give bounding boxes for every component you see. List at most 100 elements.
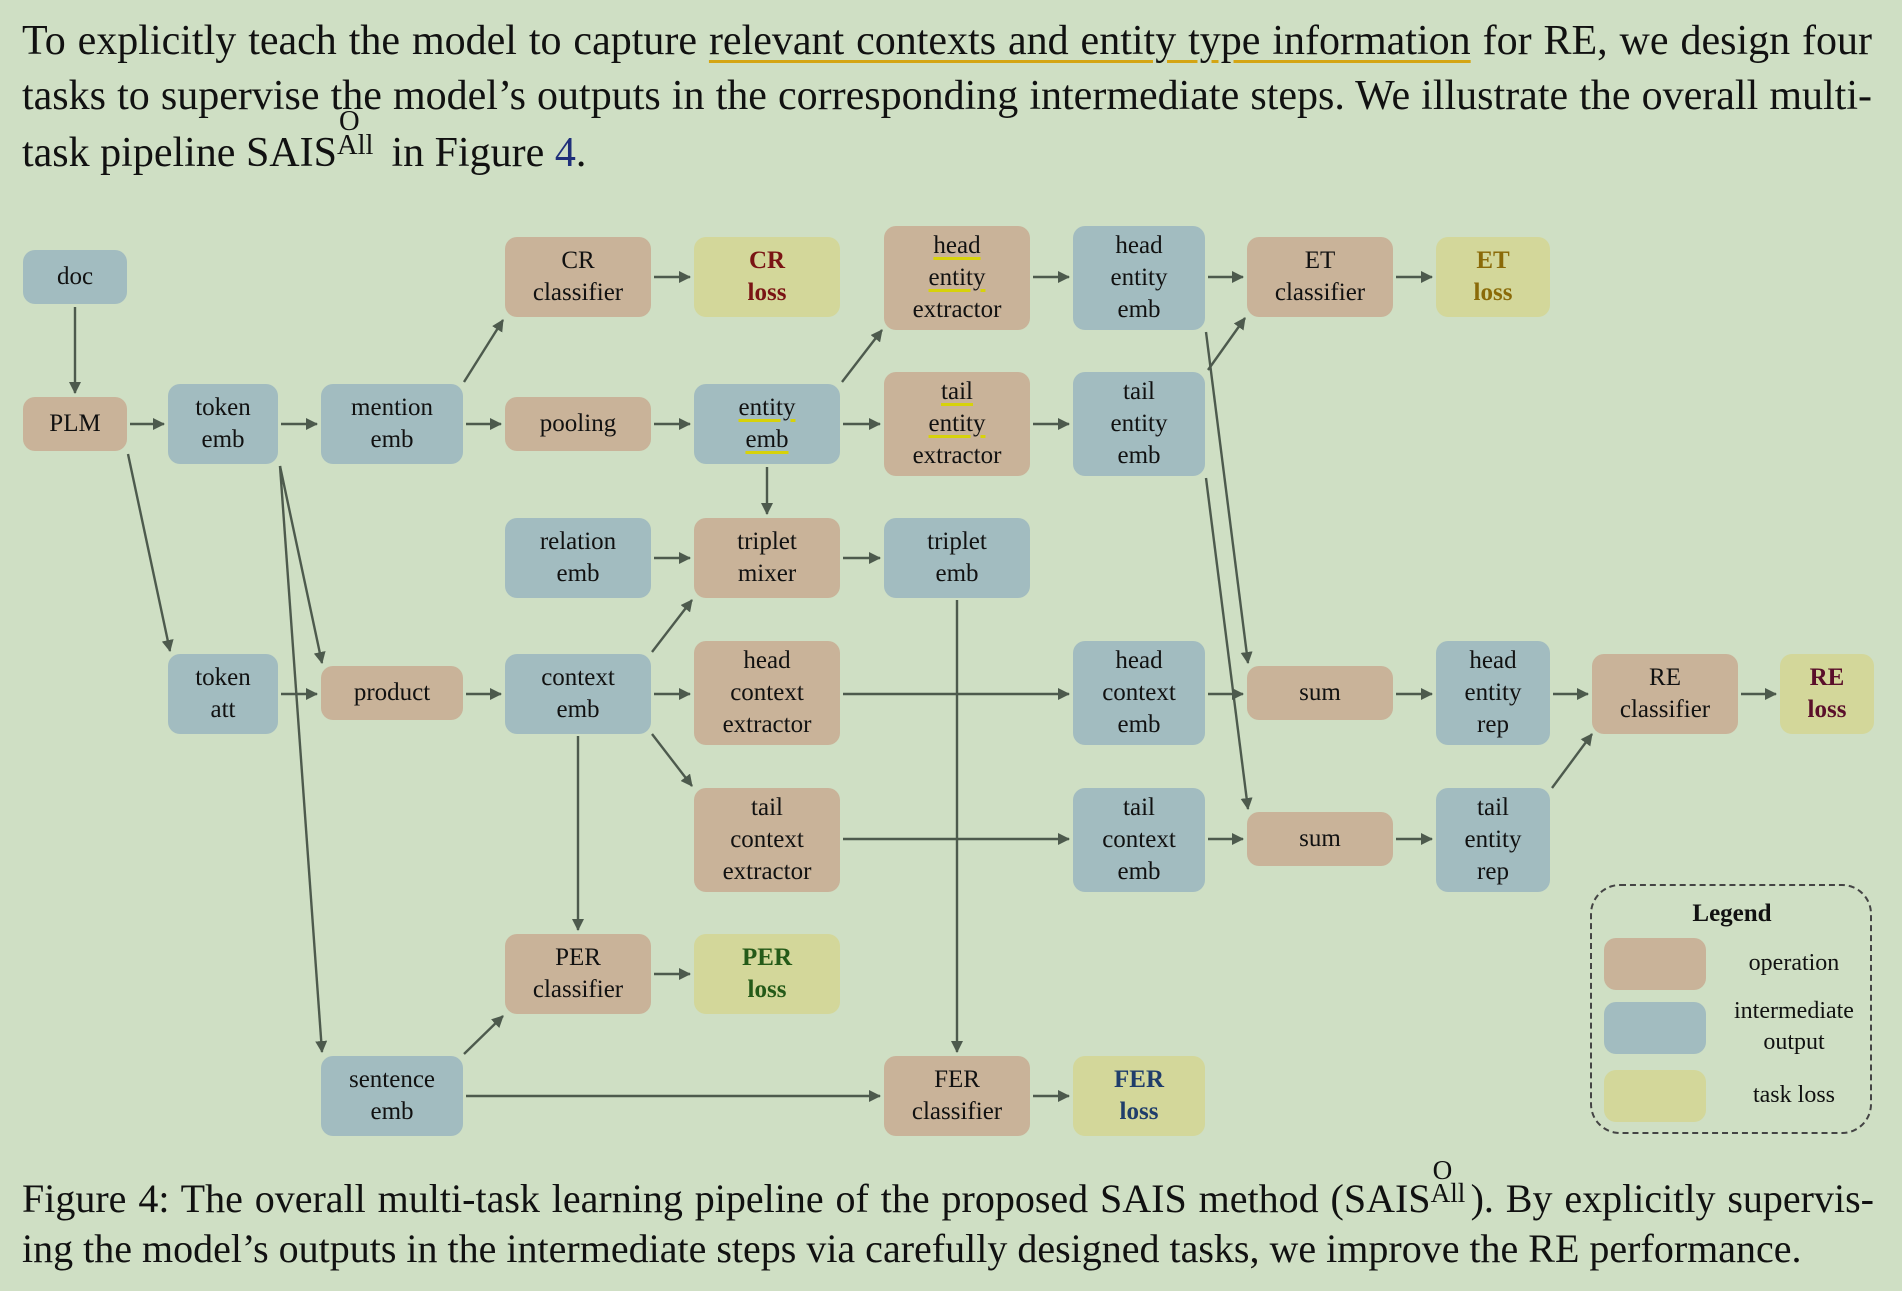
fer-classifier-label-line: classifier: [911, 1098, 1003, 1125]
node-pooling: pooling: [505, 397, 651, 451]
arrow-plm-tokenatt: [126, 453, 174, 652]
tail-entity-emb-label-line: entity: [1110, 410, 1168, 437]
tail-entity-emb-label-line: emb: [1117, 442, 1161, 469]
node-triplet-mixer: triplet mixer: [694, 518, 840, 598]
tail-entity-rep-label-line: tail: [1477, 794, 1509, 821]
para-text: for RE, we design four tasks to supervis…: [22, 18, 1873, 176]
para-text: .: [575, 130, 587, 176]
node-entity-emb: entity emb: [694, 384, 840, 464]
head-entity-extractor-label-line: extractor: [912, 296, 1002, 323]
head-context-emb-label-line: emb: [1117, 711, 1161, 738]
node-plm: PLM: [23, 397, 127, 451]
head-entity-emb-label-line: head: [1115, 232, 1163, 259]
re-loss-label-line: RE: [1809, 664, 1845, 691]
mention-emb-label-line: mention: [351, 394, 433, 421]
head-context-extractor-label-line: head: [743, 647, 791, 674]
tail-context-emb-label-line: tail: [1123, 794, 1155, 821]
para-sub: All: [336, 129, 374, 161]
et-classifier-label-line: ET: [1304, 247, 1336, 274]
head-context-emb-label-line: context: [1102, 679, 1176, 706]
per-loss-label-line: loss: [747, 976, 787, 1003]
head-entity-extractor-label-line: head: [933, 232, 981, 259]
context-emb-label-line: emb: [556, 696, 600, 723]
head-entity-emb-label-line: emb: [1117, 296, 1161, 323]
sum-tail-label-line: sum: [1299, 825, 1341, 852]
legend-label-intermediate: intermediate output: [1720, 996, 1868, 1058]
para-sup: O: [338, 106, 360, 138]
mention-emb-label-line: emb: [370, 426, 414, 453]
arrow-entityemb-headextractor: [841, 329, 883, 383]
triplet-emb-label-line: emb: [935, 560, 979, 587]
caption-text: ). By explicitly supervis­ing the model’…: [22, 1176, 1874, 1271]
node-cr-loss: CR loss: [694, 237, 840, 317]
fer-loss-label-line: FER: [1114, 1066, 1164, 1093]
para-underlined: relevant contexts and entity type inform…: [708, 18, 1471, 64]
tail-entity-extractor-label-line: entity: [928, 410, 986, 437]
arrow-tokenemb-product: [278, 465, 326, 664]
node-sum-head: sum: [1247, 666, 1393, 720]
et-loss-label-line: loss: [1473, 279, 1513, 306]
tail-context-extractor-label-line: context: [730, 826, 804, 853]
tail-entity-extractor-label-line: extractor: [912, 442, 1002, 469]
token-emb-label-line: emb: [201, 426, 245, 453]
caption-sub: All: [1430, 1177, 1466, 1208]
cr-loss-label-line: loss: [747, 279, 787, 306]
arrow-tailentityemb-etclassifier: [1207, 317, 1246, 371]
re-classifier-label-line: RE: [1649, 664, 1681, 691]
tail-entity-rep-label-line: rep: [1477, 858, 1509, 885]
arrow-layer: [69, 271, 1777, 1102]
head-context-emb-label-line: head: [1115, 647, 1163, 674]
arrow-headentityemb-sumhead: [1204, 331, 1253, 664]
legend-label-intermediate-2: output: [1763, 1029, 1825, 1055]
triplet-emb-label-line: triplet: [927, 528, 987, 555]
legend-swatch-task-loss: [1604, 1070, 1706, 1122]
arrow-mentionemb-crclassifier: [462, 319, 505, 383]
pooling-label-line: pooling: [539, 410, 617, 437]
triplet-mixer-label-line: mixer: [737, 560, 797, 587]
figure-link[interactable]: 4: [554, 130, 576, 176]
triplet-mixer-label-line: triplet: [737, 528, 797, 555]
et-classifier-label-line: classifier: [1274, 279, 1366, 306]
cr-loss-label-line: CR: [748, 247, 786, 274]
entity-emb-label-line: emb: [745, 426, 789, 453]
node-sum-tail: sum: [1247, 812, 1393, 866]
re-loss-label-line: loss: [1807, 696, 1847, 723]
tail-context-emb-label-line: emb: [1117, 858, 1161, 885]
context-emb-label-line: context: [541, 664, 615, 691]
node-et-classifier: ET classifier: [1247, 237, 1393, 317]
legend-label-operation: operation: [1748, 950, 1840, 976]
node-mention-emb: mention emb: [321, 384, 463, 464]
arrow-contextemb-tripletmixer: [651, 599, 693, 653]
node-per-loss: PER loss: [694, 934, 840, 1014]
arrow-tokenemb-sentenceemb: [278, 465, 328, 1053]
caption-sup: O: [1432, 1155, 1453, 1186]
sentence-emb-label-line: emb: [370, 1098, 414, 1125]
per-classifier-label-line: PER: [555, 944, 601, 971]
head-entity-rep-label-line: entity: [1464, 679, 1522, 706]
legend-label-task-loss: task loss: [1752, 1082, 1835, 1108]
arrow-tailentityrep-reclassifier: [1551, 733, 1593, 789]
head-entity-rep-label-line: rep: [1477, 711, 1509, 738]
per-classifier-label-line: classifier: [532, 976, 624, 1003]
node-triplet-emb: triplet emb: [884, 518, 1030, 598]
per-loss-label-line: PER: [742, 944, 792, 971]
figure-caption: Figure 4: The overall multi-task learnin…: [22, 1156, 1874, 1274]
node-head-context-emb: head context emb: [1073, 641, 1205, 745]
entity-emb-label-line: entity: [738, 394, 796, 421]
node-context-emb: context emb: [505, 654, 651, 734]
relation-emb-label-line: emb: [556, 560, 600, 587]
tail-context-extractor-label-line: extractor: [722, 858, 812, 885]
